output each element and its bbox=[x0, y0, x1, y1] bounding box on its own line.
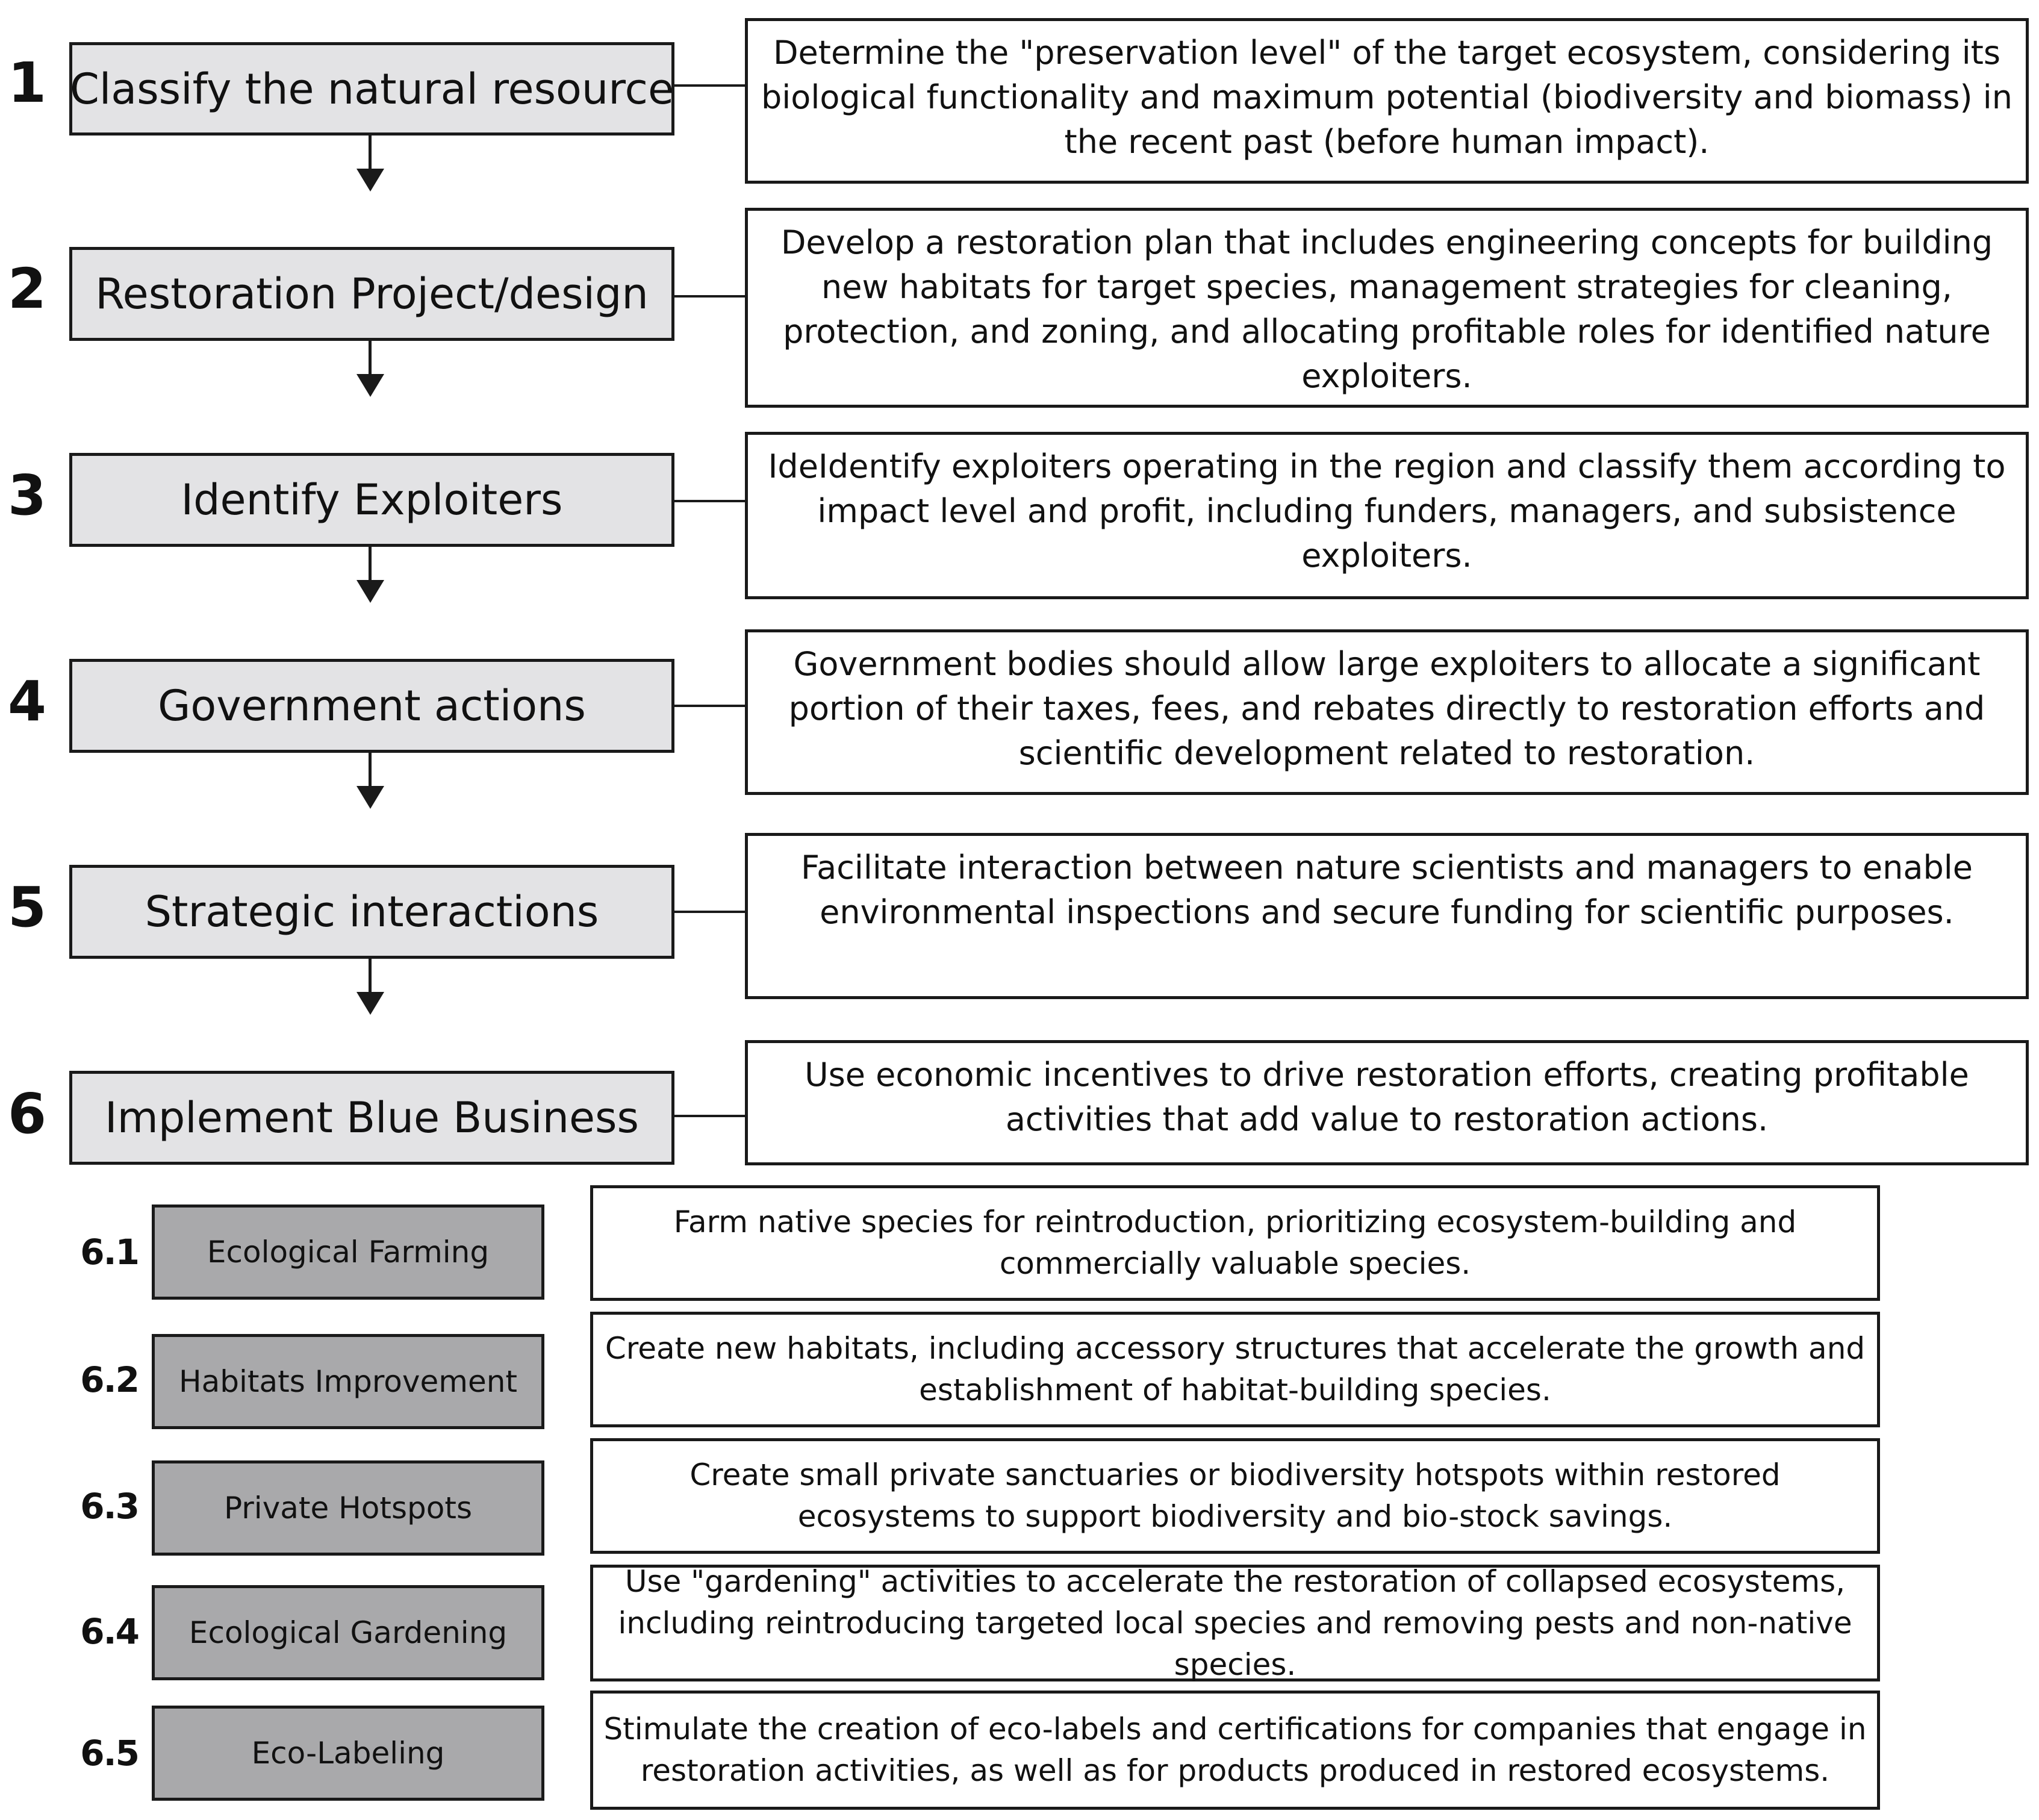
connector-line bbox=[674, 705, 745, 707]
substep-number: 6.3 bbox=[80, 1486, 140, 1527]
step-description: Develop a restoration plan that includes… bbox=[745, 208, 2029, 408]
step-number: 6 bbox=[7, 1082, 46, 1146]
substep-label: Eco-Labeling bbox=[251, 1736, 445, 1771]
step-description: Government bodies should allow large exp… bbox=[745, 629, 2029, 795]
substep-box-ecological-farming: Ecological Farming bbox=[152, 1205, 544, 1300]
step-number: 5 bbox=[7, 875, 46, 940]
step-box-strategic-interactions: Strategic interactions bbox=[69, 865, 674, 959]
step-number: 4 bbox=[7, 669, 46, 734]
substep-description: Farm native species for reintroduction, … bbox=[590, 1185, 1880, 1301]
substep-number: 6.1 bbox=[80, 1232, 140, 1273]
flow-arrow bbox=[369, 547, 372, 580]
step-label: Restoration Project/design bbox=[95, 269, 649, 319]
flow-arrow bbox=[369, 136, 372, 169]
substep-number: 6.2 bbox=[80, 1359, 140, 1400]
substep-description: Use "gardening" activities to accelerate… bbox=[590, 1564, 1880, 1682]
substep-label: Ecological Gardening bbox=[188, 1615, 508, 1650]
arrow-head-icon bbox=[356, 786, 384, 809]
substep-description: Create new habitats, including accessory… bbox=[590, 1312, 1880, 1427]
step-label: Implement Blue Business bbox=[105, 1093, 639, 1142]
step-description: IdeIdentify exploiters operating in the … bbox=[745, 432, 2029, 599]
connector-line bbox=[674, 1115, 745, 1117]
arrow-head-icon bbox=[356, 580, 384, 603]
step-description: Facilitate interaction between nature sc… bbox=[745, 833, 2029, 999]
step-box-identify-exploiters: Identify Exploiters bbox=[69, 453, 674, 547]
substep-label: Ecological Farming bbox=[207, 1235, 490, 1270]
connector-line bbox=[674, 84, 745, 87]
step-description: Use economic incentives to drive restora… bbox=[745, 1040, 2029, 1165]
connector-line bbox=[674, 500, 745, 502]
substep-box-eco-labeling: Eco-Labeling bbox=[152, 1706, 544, 1801]
arrow-head-icon bbox=[356, 169, 384, 192]
step-box-classify: Classify the natural resource bbox=[69, 42, 674, 136]
substep-number: 6.5 bbox=[80, 1733, 140, 1774]
step-number: 3 bbox=[7, 463, 46, 528]
step-label: Strategic interactions bbox=[145, 887, 599, 936]
connector-line bbox=[674, 295, 745, 298]
substep-box-private-hotspots: Private Hotspots bbox=[152, 1460, 544, 1556]
substep-box-ecological-gardening: Ecological Gardening bbox=[152, 1585, 544, 1680]
step-label: Identify Exploiters bbox=[181, 475, 563, 525]
substep-box-habitats-improvement: Habitats Improvement bbox=[152, 1334, 544, 1429]
step-description: Determine the "preservation level" of th… bbox=[745, 18, 2029, 184]
arrow-head-icon bbox=[356, 374, 384, 397]
substep-description: Create small private sanctuaries or biod… bbox=[590, 1438, 1880, 1554]
step-label: Classify the natural resource bbox=[69, 64, 674, 114]
substep-label: Habitats Improvement bbox=[178, 1364, 517, 1399]
step-box-restoration-project: Restoration Project/design bbox=[69, 247, 674, 341]
step-box-blue-business: Implement Blue Business bbox=[69, 1071, 674, 1165]
substep-description: Stimulate the creation of eco-labels and… bbox=[590, 1691, 1880, 1810]
flow-arrow bbox=[369, 341, 372, 374]
arrow-head-icon bbox=[356, 992, 384, 1015]
step-number: 2 bbox=[7, 257, 46, 321]
substep-label: Private Hotspots bbox=[223, 1491, 473, 1525]
step-box-government-actions: Government actions bbox=[69, 659, 674, 753]
connector-line bbox=[674, 911, 745, 913]
flow-arrow bbox=[369, 753, 372, 786]
substep-number: 6.4 bbox=[80, 1611, 140, 1652]
step-label: Government actions bbox=[158, 681, 586, 731]
flow-arrow bbox=[369, 959, 372, 992]
step-number: 1 bbox=[7, 51, 46, 115]
